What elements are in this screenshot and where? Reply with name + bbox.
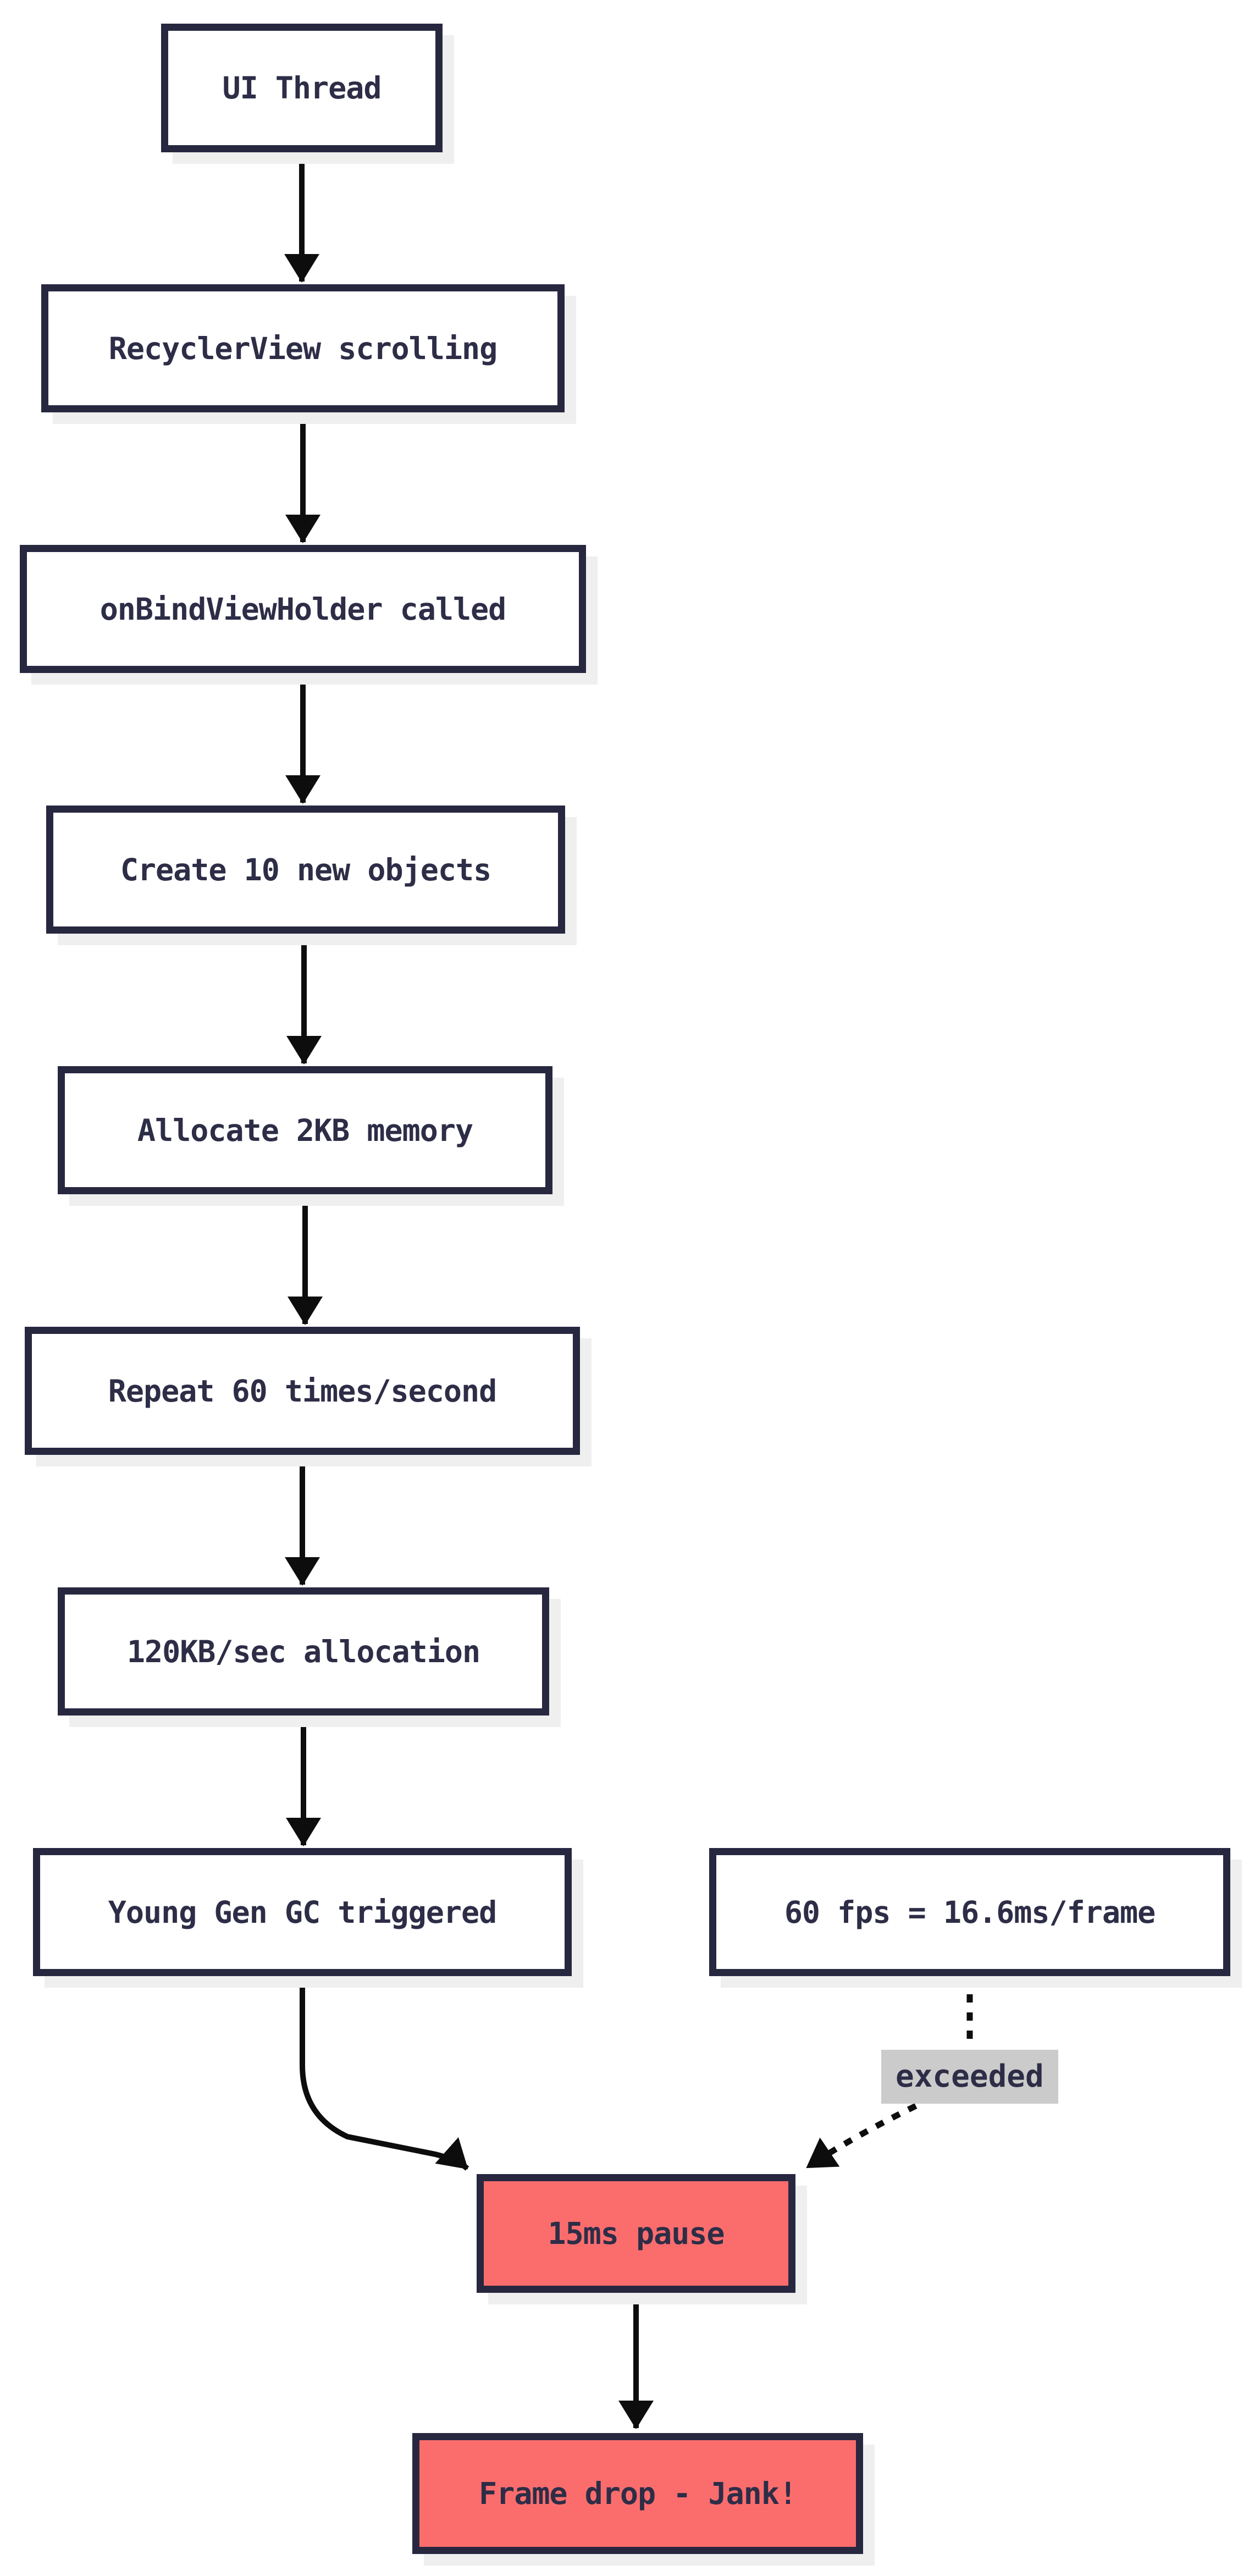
node-60fps-frame-budget-label: 60 fps = 16.6ms/frame bbox=[784, 1894, 1156, 1930]
node-young-gen-gc-triggered: Young Gen GC triggered bbox=[33, 1848, 572, 1976]
node-frame-drop-jank: Frame drop - Jank! bbox=[412, 2433, 863, 2554]
node-young-gen-gc-triggered-label: Young Gen GC triggered bbox=[108, 1894, 497, 1930]
node-15ms-pause-label: 15ms pause bbox=[548, 2216, 725, 2251]
node-frame-drop-jank-label: Frame drop - Jank! bbox=[478, 2476, 797, 2511]
node-recyclerview-scrolling-label: RecyclerView scrolling bbox=[108, 330, 498, 366]
node-create-10-new-objects-label: Create 10 new objects bbox=[120, 852, 491, 887]
node-recyclerview-scrolling: RecyclerView scrolling bbox=[41, 284, 565, 412]
edge-young-gc-to-pause bbox=[300, 1976, 469, 2171]
node-repeat-60-times-second-label: Repeat 60 times/second bbox=[108, 1373, 497, 1409]
node-onbindviewholder-called-label: onBindViewHolder called bbox=[100, 591, 507, 627]
edge-label-exceeded: exceeded bbox=[881, 2050, 1058, 2104]
node-120kb-sec-allocation-label: 120KB/sec allocation bbox=[126, 1634, 480, 1669]
node-ui-thread-label: UI Thread bbox=[222, 70, 382, 106]
node-onbindviewholder-called: onBindViewHolder called bbox=[20, 545, 586, 673]
node-allocate-2kb-memory: Allocate 2KB memory bbox=[58, 1066, 552, 1194]
node-15ms-pause: 15ms pause bbox=[477, 2174, 795, 2293]
node-60fps-frame-budget: 60 fps = 16.6ms/frame bbox=[709, 1848, 1230, 1976]
node-create-10-new-objects: Create 10 new objects bbox=[46, 806, 565, 934]
node-repeat-60-times-second: Repeat 60 times/second bbox=[25, 1327, 580, 1455]
node-allocate-2kb-memory-label: Allocate 2KB memory bbox=[137, 1112, 473, 1148]
edge-exceeded-label-to-pause bbox=[805, 2103, 918, 2170]
node-ui-thread: UI Thread bbox=[161, 24, 443, 152]
node-120kb-sec-allocation: 120KB/sec allocation bbox=[58, 1587, 549, 1716]
edge-label-exceeded-text: exceeded bbox=[896, 2059, 1044, 2094]
